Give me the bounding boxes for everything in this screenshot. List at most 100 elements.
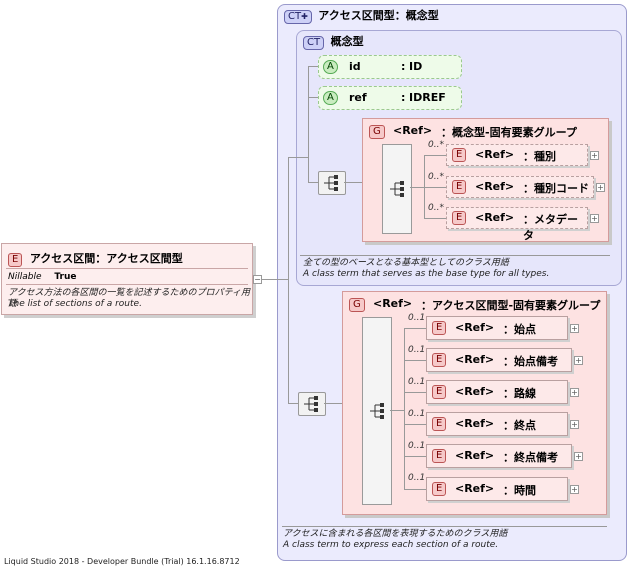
element-icon: E [452,180,467,194]
sequence-icon [324,175,338,191]
complex-type-icon: CT✚ [284,10,312,24]
connector-line [404,360,426,361]
sequence-icon [304,396,318,412]
element-metadata[interactable]: E <Ref> ：メタデータ [446,207,588,242]
element-name: ：種別コード [523,182,589,195]
expand-icon[interactable]: + [590,151,599,160]
nillable-value: True [54,272,77,282]
choice-compositor-1[interactable] [382,144,412,234]
element-name: ：始点備考 [503,355,558,368]
attribute-type: IDREF [409,91,446,104]
element-route[interactable]: E <Ref> ：路線 [426,380,568,404]
connector-line [404,392,426,393]
element-time[interactable]: E <Ref> ：時間 [426,477,568,501]
element-name: ：時間 [503,484,536,497]
choice-icon [370,403,384,419]
element-end-point-note[interactable]: E <Ref> ：終点備考 [426,444,572,468]
connector-line [410,187,424,188]
attribute-sep: : [401,60,406,73]
element-icon: E [452,148,467,162]
cardinality: 0..* [428,172,444,182]
expand-icon[interactable]: + [574,356,583,365]
element-name: ：終点備考 [503,451,558,464]
connector-line [262,279,288,280]
divider [6,268,248,269]
ct-outer-title: アクセス区間型：概念型 [318,9,439,22]
ct-outer-doc-ja: アクセスに含まれる各区間を表現するためのクラス用語 [283,529,508,539]
connector-line [288,157,308,158]
element-end-point[interactable]: E <Ref> ：終点 [426,412,568,436]
attribute-sep: : [401,91,406,104]
connector-line [424,155,446,156]
connector-line [390,410,404,411]
cardinality: 0..1 [408,409,426,419]
ct-outer-doc-en: A class term to express each section of … [283,540,499,550]
expand-icon[interactable]: + [570,420,579,429]
sequence-compositor-1[interactable] [318,171,346,195]
expand-icon[interactable]: + [570,324,579,333]
attribute-type: ID [409,60,423,73]
ct-inner-doc-ja: 全ての型のベースとなる基本型としてのクラス用語 [303,258,509,268]
root-doc-ja: アクセス方法の各区間の一覧を記述するためのプロパティ用語 [8,288,251,309]
complex-type-icon: CT [303,36,325,50]
root-element[interactable]: E アクセス区間：アクセス区間型 Nillable True アクセス方法の各区… [1,243,253,315]
connector-line [344,182,362,183]
connector-line [308,97,318,98]
footer-credit: Liquid Studio 2018 - Developer Bundle (T… [4,557,240,566]
element-name: ：メタデータ [523,213,578,242]
connector-line [404,456,426,457]
element-start-point[interactable]: E <Ref> ：始点 [426,316,568,340]
attribute-icon: A [323,60,338,74]
element-ref: <Ref> [475,180,515,193]
attribute-icon: A [323,91,338,105]
divider [282,526,607,527]
element-icon: E [432,385,447,399]
group-icon: G [349,298,365,312]
group-ref: <Ref> [393,124,433,137]
group-ref: <Ref> [373,297,413,310]
connector-line [308,66,318,67]
choice-icon [390,181,404,197]
collapse-icon[interactable]: − [253,275,262,284]
element-icon: E [8,253,23,267]
cardinality: 0..* [428,203,444,213]
expand-icon[interactable]: + [570,388,579,397]
group-name: ：概念型-固有要素グループ [441,126,577,139]
divider [300,255,610,256]
element-ref: <Ref> [455,321,495,334]
root-doc-en: The list of sections of a route. [8,299,142,309]
element-type-code[interactable]: E <Ref> ：種別コード [446,176,594,198]
attribute-id[interactable]: A id : ID [318,55,462,79]
element-ref: <Ref> [455,482,495,495]
element-name: ：路線 [503,387,536,400]
element-type[interactable]: E <Ref> ：種別 [446,144,588,166]
element-name: ：終点 [503,419,536,432]
element-icon: E [432,449,447,463]
connector-line [308,66,309,182]
connector-line [404,328,405,489]
ct-inner-header: CT 概念型 [303,33,364,50]
expand-icon[interactable]: + [574,452,583,461]
element-icon: E [452,211,467,225]
connector-line [404,328,426,329]
connector-line [404,424,426,425]
connector-line [308,182,318,183]
choice-compositor-2[interactable] [362,317,392,505]
attribute-name: ref [349,91,367,104]
expand-icon[interactable]: + [570,485,579,494]
attribute-name: id [349,60,361,73]
element-icon: E [432,353,447,367]
attribute-ref[interactable]: A ref : IDREF [318,86,462,110]
cardinality: 0..1 [408,441,426,451]
connector-line [424,155,425,218]
cardinality: 0..* [428,140,444,150]
cardinality: 0..1 [408,313,426,323]
sequence-compositor-2[interactable] [298,392,326,416]
element-ref: <Ref> [455,449,495,462]
divider [6,284,248,285]
expand-icon[interactable]: + [590,214,599,223]
connector-line [288,403,298,404]
element-start-point-note[interactable]: E <Ref> ：始点備考 [426,348,572,372]
expand-icon[interactable]: + [596,183,605,192]
element-ref: <Ref> [475,211,515,224]
